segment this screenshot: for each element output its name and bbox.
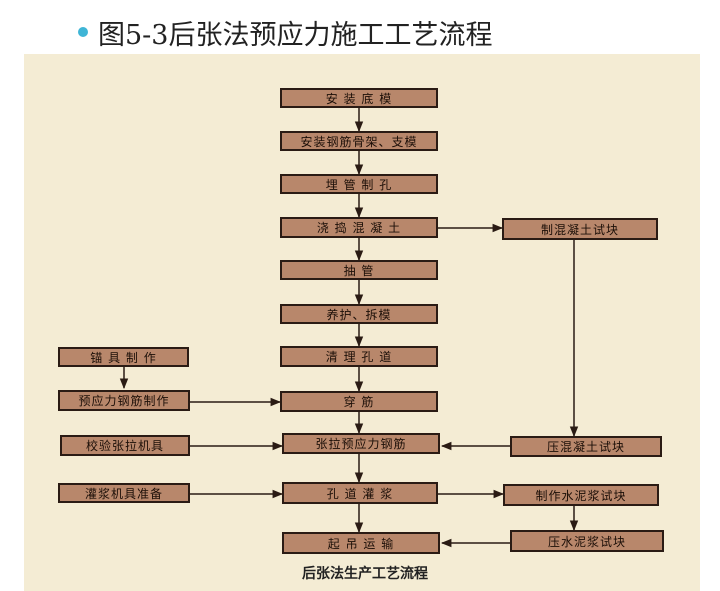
step-tension-tendon: 张拉预应力钢筋 bbox=[282, 433, 440, 454]
step-pull-pipe: 抽 管 bbox=[280, 260, 438, 280]
step-install-bottom-form: 安 装 底 模 bbox=[280, 88, 438, 108]
step-clean-duct: 清 理 孔 道 bbox=[280, 346, 438, 367]
step-concrete-specimen: 制混凝土试块 bbox=[502, 218, 658, 240]
step-calibrate-jack: 校验张拉机具 bbox=[60, 435, 190, 456]
step-grout-duct: 孔 道 灌 浆 bbox=[282, 482, 438, 504]
step-press-mortar-specimen: 压水泥浆试块 bbox=[510, 530, 664, 552]
step-tendon-make: 预应力钢筋制作 bbox=[58, 390, 190, 411]
bullet-icon bbox=[78, 27, 88, 37]
page-title: 图5-3后张法预应力施工工艺流程 bbox=[98, 19, 493, 51]
step-install-rebar-frame: 安装钢筋骨架、支模 bbox=[280, 131, 438, 151]
step-anchor-make: 锚 具 制 作 bbox=[58, 347, 189, 367]
step-thread-tendon: 穿 筋 bbox=[280, 391, 438, 412]
step-make-mortar-specimen: 制作水泥浆试块 bbox=[503, 484, 659, 506]
step-pour-concrete: 浇 捣 混 凝 土 bbox=[280, 217, 438, 238]
step-press-concrete-specimen: 压混凝土试块 bbox=[510, 436, 662, 457]
title-row: 图5-3后张法预应力施工工艺流程 bbox=[78, 14, 493, 51]
step-cure-remove-form: 养护、拆模 bbox=[280, 304, 438, 324]
step-lift-transport: 起 吊 运 输 bbox=[282, 532, 440, 554]
step-embed-pipe-hole: 埋 管 制 孔 bbox=[280, 174, 438, 194]
diagram-caption: 后张法生产工艺流程 bbox=[302, 566, 428, 582]
step-grout-equipment: 灌浆机具准备 bbox=[58, 483, 190, 503]
